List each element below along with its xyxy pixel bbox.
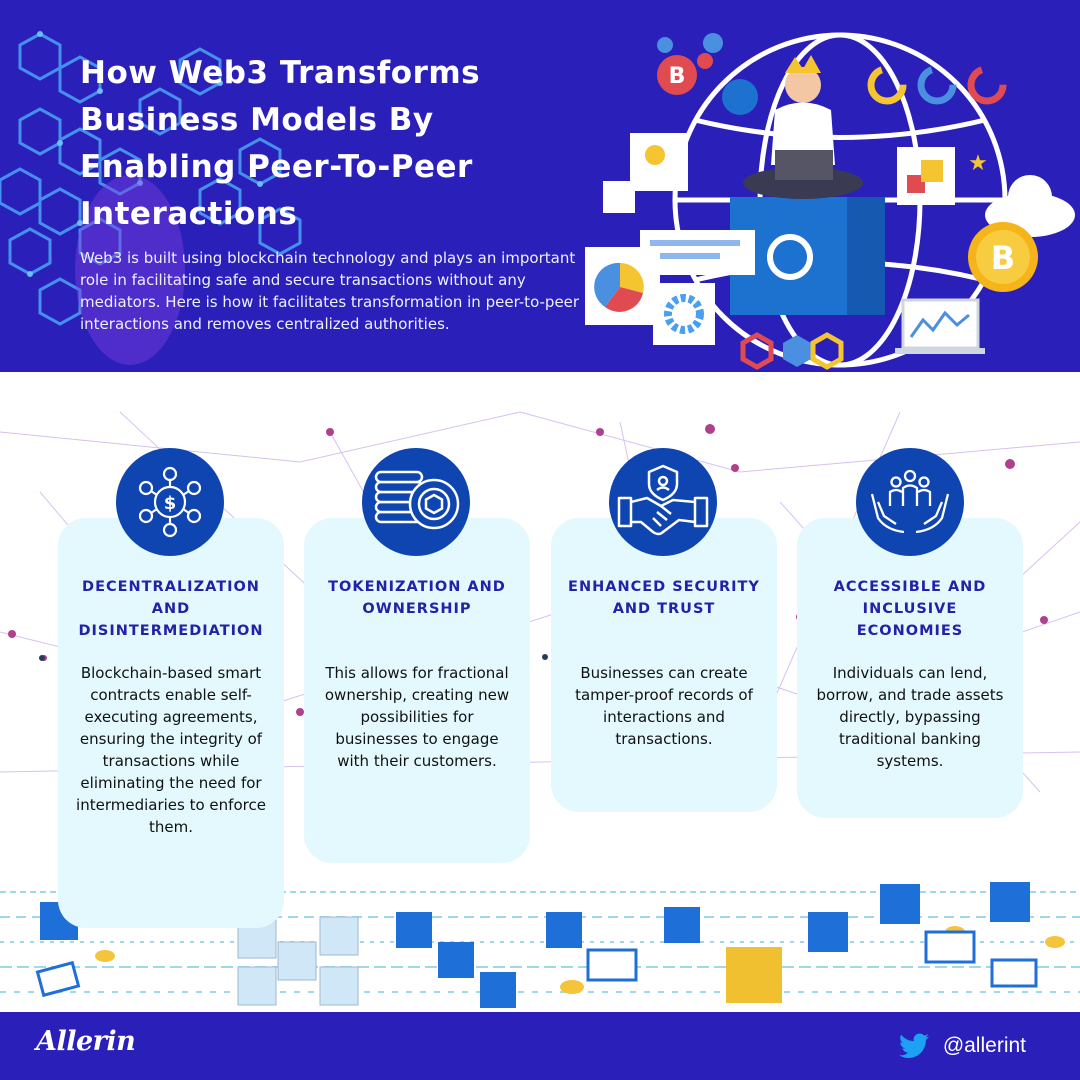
intro-paragraph: Web3 is built using blockchain technolog… xyxy=(80,249,580,333)
card-title: ENHANCED SECURITY AND TRUST xyxy=(568,579,760,617)
card-description: Individuals can lend, borrow, and trade … xyxy=(816,664,1004,770)
svg-text:★: ★ xyxy=(968,151,988,176)
web3-hero-illustration: B ★ B xyxy=(585,32,1075,370)
allerin-logo: Allerin xyxy=(36,1026,136,1057)
feature-card-security: ENHANCED SECURITY AND TRUST Businesses c… xyxy=(551,518,777,812)
footer-bar: Allerin @allerint xyxy=(0,1012,1080,1080)
feature-card-decentralization: DECENTRALIZATION AND DISINTERMEDIATION B… xyxy=(58,518,284,928)
coin-stack-icon xyxy=(362,448,470,556)
svg-text:B: B xyxy=(991,239,1015,277)
svg-text:$: $ xyxy=(164,493,177,514)
header-banner: How Web3 Transforms Business Models By E… xyxy=(0,0,1080,372)
card-description: This allows for fractional ownership, cr… xyxy=(324,664,510,770)
dollar-network-icon: $ xyxy=(116,448,224,556)
page-title: How Web3 Transforms Business Models By E… xyxy=(80,55,481,232)
hexagon-network-decoration xyxy=(0,31,302,365)
feature-card-tokenization: TOKENIZATION AND OWNERSHIP This allows f… xyxy=(304,518,530,863)
card-description: Businesses can create tamper-proof recor… xyxy=(575,664,753,748)
card-description: Blockchain-based smart contracts enable … xyxy=(76,664,266,836)
twitter-bird-icon xyxy=(898,1033,929,1058)
twitter-link[interactable]: @allerint xyxy=(898,1032,1026,1060)
card-title: TOKENIZATION AND OWNERSHIP xyxy=(328,579,506,617)
people-in-hands-icon xyxy=(856,448,964,556)
feature-card-inclusive-economies: ACCESSIBLE AND INCLUSIVE ECONOMIES Indiv… xyxy=(797,518,1023,818)
svg-text:B: B xyxy=(669,64,686,89)
handshake-shield-icon xyxy=(609,448,717,556)
card-title: DECENTRALIZATION AND DISINTERMEDIATION xyxy=(78,579,264,639)
card-title: ACCESSIBLE AND INCLUSIVE ECONOMIES xyxy=(833,579,987,639)
content-area: DECENTRALIZATION AND DISINTERMEDIATION B… xyxy=(0,372,1080,1012)
twitter-handle: @allerint xyxy=(942,1034,1026,1057)
